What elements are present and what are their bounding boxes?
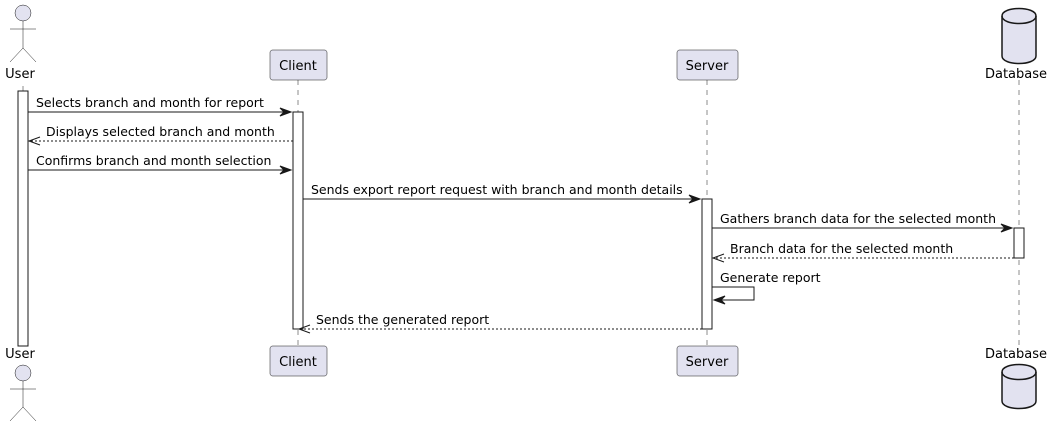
- message-label: Gathers branch data for the selected mon…: [720, 211, 996, 226]
- message-0: Selects branch and month for report: [28, 95, 293, 117]
- arrowhead: [279, 165, 293, 175]
- participant-label-database: Database: [985, 67, 1047, 82]
- arrowhead: [688, 194, 702, 204]
- actor-user-top: User: [5, 4, 37, 82]
- activation-user: [17, 90, 29, 347]
- message-label: Sends the generated report: [316, 312, 489, 327]
- arrowhead: [279, 107, 293, 117]
- message-6: Generate report: [712, 270, 821, 305]
- participant-client-top: Client: [269, 49, 328, 81]
- participant-label-client: Client: [279, 355, 317, 370]
- message-7: Sends the generated report: [297, 312, 702, 334]
- arrowhead: [297, 324, 311, 334]
- database-cylinder-icon: [1001, 363, 1037, 410]
- message-5: Branch data for the selected month: [711, 241, 1014, 263]
- message-label: Sends export report request with branch …: [311, 182, 683, 197]
- arrowhead: [712, 295, 726, 305]
- participant-label-client: Client: [279, 59, 317, 74]
- message-label: Displays selected branch and month: [46, 124, 275, 139]
- message-3: Sends export report request with branch …: [303, 182, 702, 204]
- database-cylinder-icon: [1001, 7, 1037, 65]
- activation-database: [1013, 227, 1025, 259]
- arrowhead: [711, 253, 725, 263]
- participant-label-server: Server: [686, 59, 729, 74]
- message-label: Generate report: [720, 270, 821, 285]
- message-label: Selects branch and month for report: [36, 95, 264, 110]
- message-1: Displays selected branch and month: [27, 124, 293, 146]
- message-4: Gathers branch data for the selected mon…: [712, 211, 1014, 233]
- participant-server-bottom: Server: [676, 345, 739, 377]
- participant-label-database: Database: [985, 347, 1047, 362]
- message-line: [712, 286, 755, 301]
- stick-figure-icon: [9, 4, 37, 63]
- participant-database-bottom: Database: [985, 347, 1047, 410]
- message-label: Confirms branch and month selection: [36, 153, 271, 168]
- participant-label-user: User: [5, 347, 35, 362]
- participant-label-server: Server: [686, 355, 729, 370]
- participant-client-bottom: Client: [269, 345, 328, 377]
- stick-figure-icon: [9, 364, 37, 422]
- activation-server: [701, 198, 713, 330]
- activation-client: [292, 111, 304, 330]
- actor-user-bottom: User: [5, 347, 37, 422]
- participant-label-user: User: [5, 67, 35, 82]
- participant-server-top: Server: [676, 49, 739, 81]
- arrowhead: [1000, 223, 1014, 233]
- message-2: Confirms branch and month selection: [28, 153, 293, 175]
- arrowhead: [27, 136, 41, 146]
- message-label: Branch data for the selected month: [730, 241, 953, 256]
- participant-database-top: Database: [985, 7, 1047, 82]
